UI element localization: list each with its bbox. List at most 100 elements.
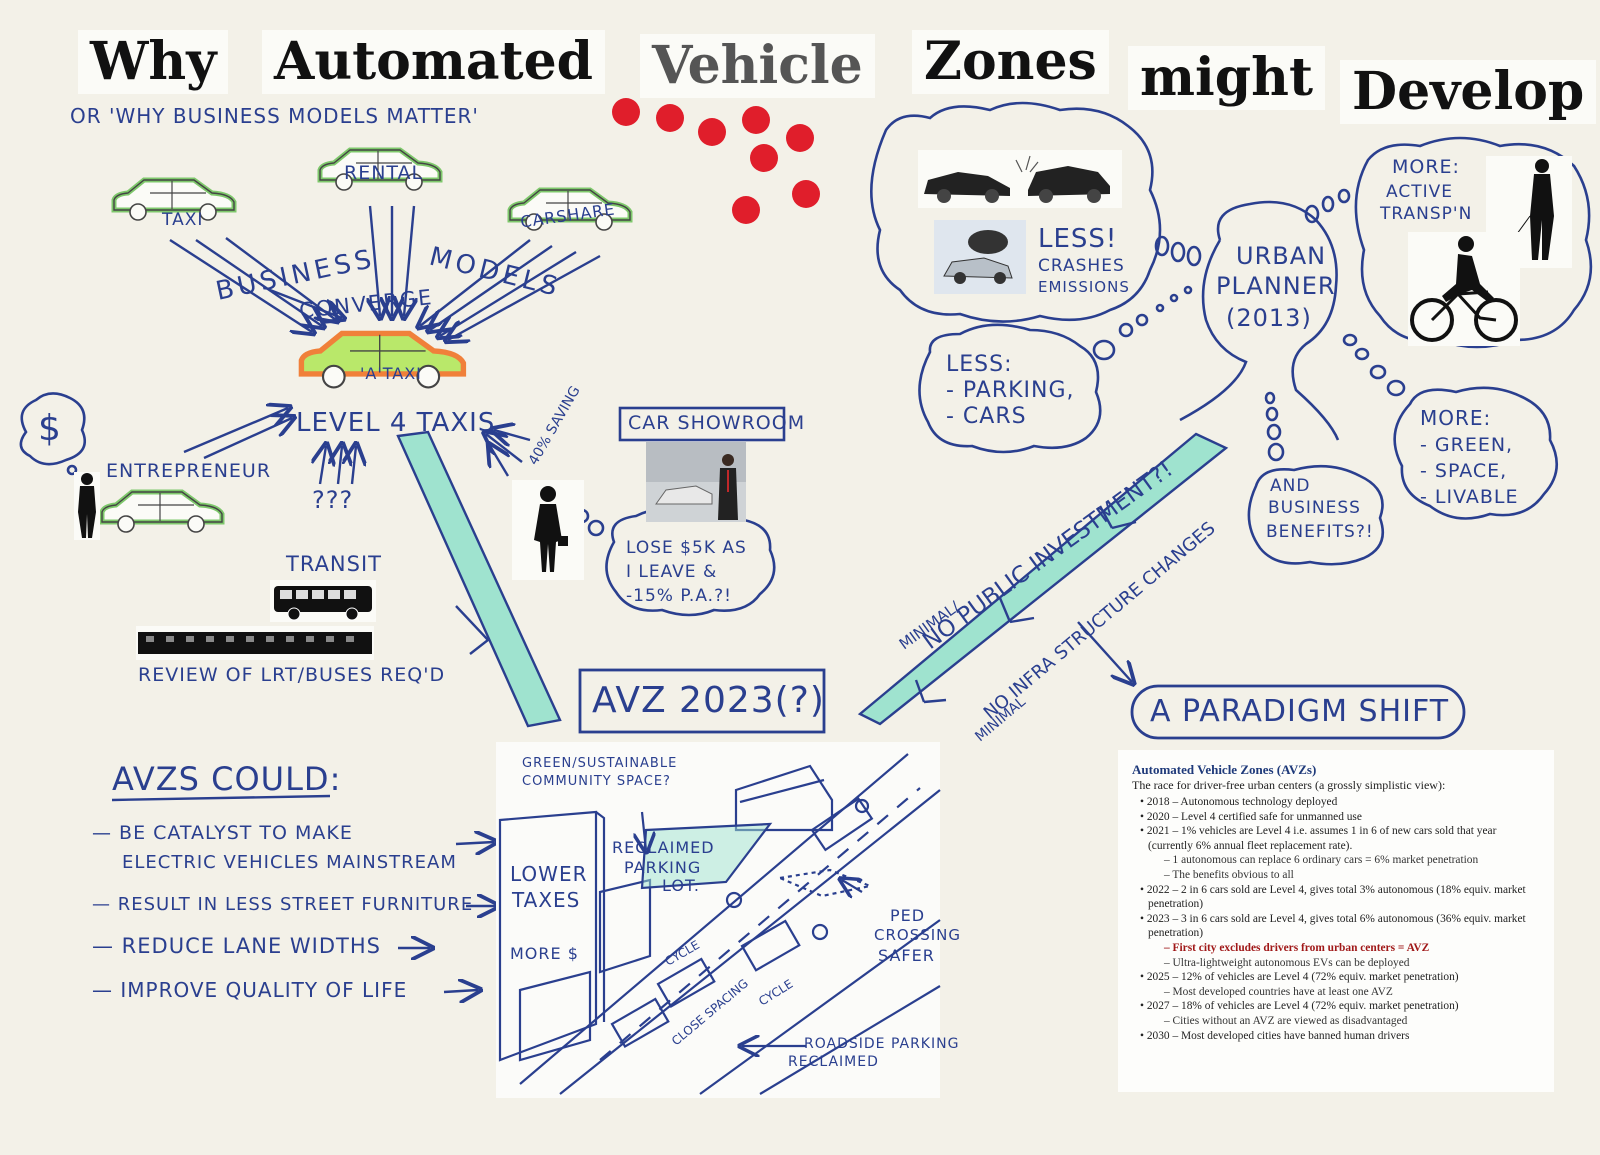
avz-could-underline — [111, 794, 331, 802]
more-green-line-4: - LIVABLE — [1420, 486, 1519, 508]
urban-planner-line-1: URBAN — [1236, 242, 1327, 270]
arrow-to-avz-left — [396, 430, 562, 728]
timeline-item: 2027 – 18% of vehicles are Level 4 (72% … — [1132, 999, 1540, 1014]
timeline-item: 2023 – 3 in 6 cars sold are Level 4, giv… — [1132, 912, 1540, 941]
roadside-line-1: ROADSIDE PARKING — [804, 1036, 960, 1052]
review-transit-label: REVIEW OF LRT/BUSES REQ'D — [138, 664, 446, 686]
green-space-line-2: COMMUNITY SPACE? — [522, 774, 671, 789]
ped-crossing-line-1: PED — [890, 906, 926, 925]
more-green-line-2: - GREEN, — [1420, 434, 1514, 456]
more-active-cloud — [1354, 136, 1593, 349]
avz-could-item-1-line-2: ELECTRIC VEHICLES MAINSTREAM — [122, 852, 457, 873]
saving-label: 40% SAVING — [526, 383, 584, 468]
avz-could-item-1-line-1: — BE CATALYST TO MAKE — [92, 822, 353, 844]
business-benefits-cloud — [1247, 464, 1385, 566]
level4-taxis-label: LEVEL 4 TAXIS — [296, 408, 496, 438]
showroom-photo-icon — [646, 442, 746, 522]
dollar-thought-cloud — [19, 392, 87, 466]
more-money-label: MORE $ — [510, 944, 579, 963]
title-word-6: Develop — [1340, 60, 1597, 124]
lower-taxes-line-1: LOWER — [510, 862, 588, 886]
title-word-1: Why — [78, 30, 229, 94]
reclaimed-lot-line-2: PARKING — [624, 858, 702, 877]
business-benefits-line-3: BENEFITS?! — [1266, 522, 1374, 542]
bicycle-icon — [1408, 232, 1520, 346]
business-benefits-line-2: BUSINESS — [1268, 498, 1361, 518]
timeline-item: 2018 – Autonomous technology deployed — [1132, 795, 1540, 810]
less-crashes-line-3: EMISSIONS — [1038, 278, 1130, 296]
red-dots-decoration — [612, 98, 820, 224]
timeline-item: 2022 – 2 in 6 cars sold are Level 4, giv… — [1132, 883, 1540, 912]
less-parking-cloud — [918, 323, 1102, 454]
paradigm-shift-label: A PARADIGM SHIFT — [1150, 694, 1450, 729]
timeline-subitem: Ultra-lightweight autonomous EVs can be … — [1132, 956, 1540, 971]
converge-label: CONVERGE — [298, 285, 434, 323]
urban-planner-line-2: PLANNER — [1216, 272, 1336, 300]
entrepreneur-car-icon — [102, 492, 222, 532]
car-showroom-box — [618, 406, 786, 442]
crash-photo-icon — [918, 150, 1122, 208]
title-word-5: might — [1128, 46, 1325, 110]
lose-money-line-2: I LEAVE & — [626, 562, 718, 582]
timeline-item: 2025 – 12% of vehicles are Level 4 (72% … — [1132, 970, 1540, 985]
title-word-4: Zones — [912, 30, 1109, 94]
timeline-subitem: The benefits obvious to all — [1132, 868, 1540, 883]
transit-label: TRANSIT — [286, 552, 382, 576]
more-green-line-1: MORE: — [1420, 406, 1492, 430]
more-active-line-2: ACTIVE — [1386, 182, 1453, 202]
entrepreneur-label: ENTREPRENEUR — [106, 460, 272, 482]
taxi-car-label: TAXI — [162, 210, 204, 230]
bus-icon — [270, 580, 376, 622]
avz-2023-box — [578, 668, 826, 734]
less-parking-line-3: - CARS — [946, 404, 1027, 429]
entrepreneur-silhouette-icon — [74, 472, 100, 540]
green-space-line-1: GREEN/SUSTAINABLE — [522, 756, 678, 771]
timeline-item: 2030 – Most developed cities have banned… — [1132, 1029, 1540, 1044]
reclaimed-lot-line-3: LOT. — [662, 876, 700, 895]
reclaimed-lot-line-1: RECLAIMED — [612, 838, 715, 857]
city-sketch — [498, 753, 941, 1095]
roadside-line-2: RECLAIMED — [788, 1054, 879, 1070]
no-public-investment-label: NO PUBLIC INVESTMENT?! — [918, 456, 1178, 655]
ataxi-label: 'A'TAXI — [360, 364, 422, 383]
dollar-sign: $ — [38, 408, 62, 449]
ped-crossing-line-2: CROSSING — [874, 926, 962, 944]
timeline-title: Automated Vehicle Zones (AVZs) — [1132, 762, 1317, 777]
timeline-subitem: Cities without an AVZ are viewed as disa… — [1132, 1014, 1540, 1029]
timeline-subitem: Most developed countries have at least o… — [1132, 985, 1540, 1000]
more-green-cloud — [1393, 386, 1558, 520]
rental-car-label: RENTAL — [344, 162, 424, 184]
subtitle: OR 'WHY BUSINESS MODELS MATTER' — [70, 104, 479, 128]
more-active-line-3: TRANSP'N — [1380, 204, 1473, 224]
paradigm-shift-box — [1130, 684, 1466, 740]
timeline-subtitle: The race for driver-free urban centers (… — [1132, 778, 1446, 792]
train-icon — [136, 626, 374, 660]
avz-could-item-2: — RESULT IN LESS STREET FURNITURE — [92, 894, 474, 915]
more-active-line-1: MORE: — [1392, 156, 1460, 178]
ped-crossing-line-3: SAFER — [878, 946, 935, 965]
lower-taxes-line-2: TAXES — [512, 888, 581, 912]
timeline-subitem-highlight: First city excludes drivers from urban c… — [1132, 941, 1540, 956]
title-word-3: Vehicle — [640, 34, 875, 98]
crashes-thought-cloud — [870, 101, 1162, 323]
lose-money-line-3: -15% P.A.?! — [626, 586, 732, 606]
less-parking-line-2: - PARKING, — [946, 378, 1075, 403]
timeline-list: 2018 – Autonomous technology deployed 20… — [1132, 795, 1540, 1043]
question-marks: ??? — [312, 486, 354, 514]
businesswoman-silhouette-icon — [512, 480, 584, 580]
less-parking-line-1: LESS: — [946, 352, 1013, 377]
avz-timeline-box: Automated Vehicle Zones (AVZs) The race … — [1118, 750, 1554, 1092]
urban-planner-line-3: (2013) — [1226, 304, 1312, 332]
timeline-subitem: 1 autonomous can replace 6 ordinary cars… — [1132, 853, 1540, 868]
car-showroom-label: CAR SHOWROOM — [628, 412, 806, 434]
timeline-item: 2020 – Level 4 certified safe for unmann… — [1132, 810, 1540, 825]
urban-planner-head — [1179, 200, 1340, 441]
business-benefits-line-1: AND — [1270, 476, 1311, 496]
ataxi-car-icon — [298, 330, 467, 389]
avz-2023-label: AVZ 2023(?) — [592, 680, 825, 721]
more-green-line-3: - SPACE, — [1420, 460, 1508, 482]
less-crashes-line-1: LESS! — [1038, 224, 1118, 254]
emissions-car-photo-icon — [934, 220, 1026, 294]
